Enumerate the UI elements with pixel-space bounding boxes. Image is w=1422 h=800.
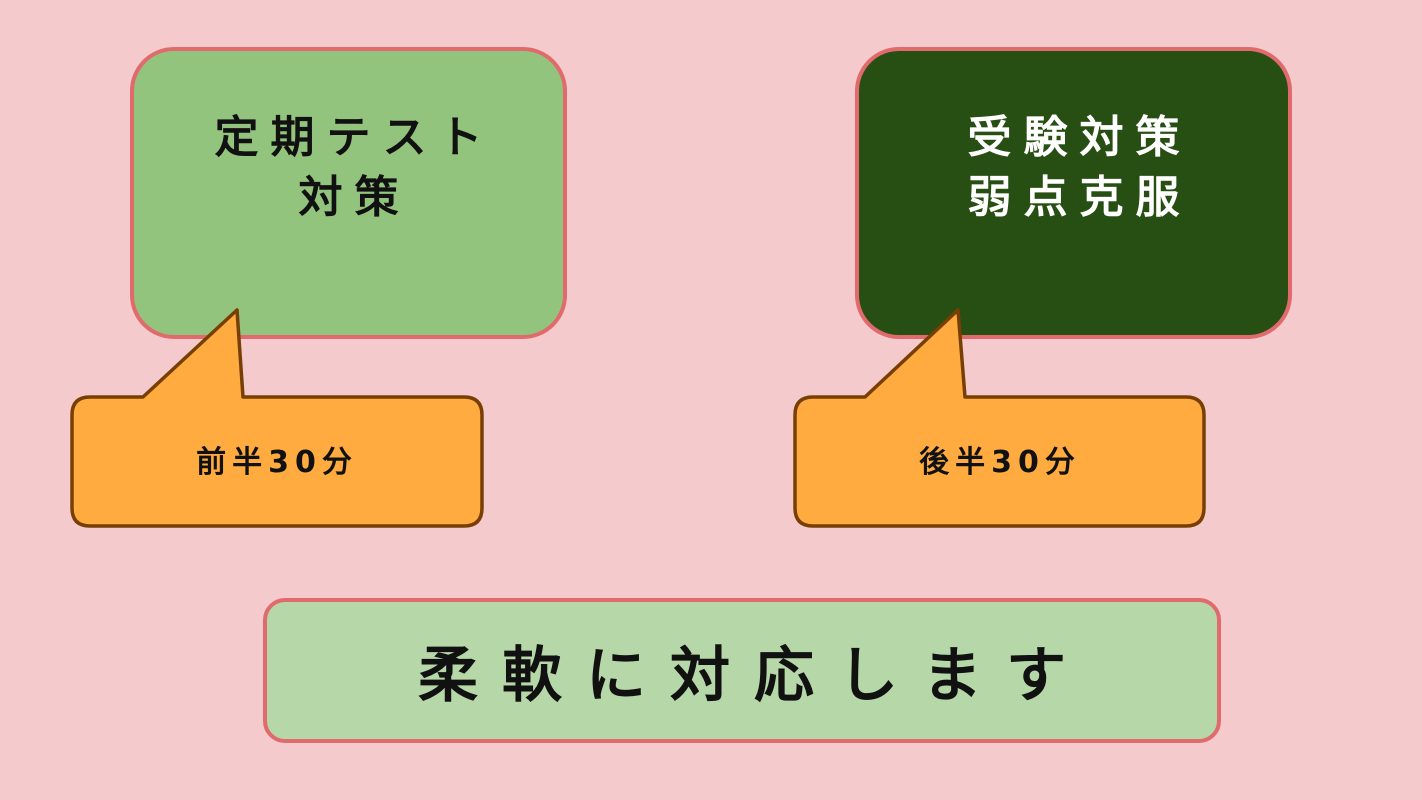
second-half-topic-box: 受験対策 弱点克服 (855, 47, 1292, 339)
second-half-title-line-2: 弱点克服 (967, 172, 1192, 223)
first-half-title-line-2: 対策 (298, 172, 411, 223)
second-half-title-line-1: 受験対策 (967, 112, 1192, 163)
second-half-callout-bubble (793, 308, 1206, 528)
first-half-title-line-1: 定期テスト (214, 112, 495, 163)
flexible-support-banner: 柔軟に対応します (263, 598, 1221, 743)
first-half-callout-bubble (70, 308, 484, 528)
first-half-topic-box: 定期テスト 対策 (130, 47, 567, 339)
flexible-support-text: 柔軟に対応します (418, 641, 1090, 711)
first-half-callout-label: 前半30分 (196, 445, 358, 480)
second-half-callout-label: 後半30分 (919, 445, 1081, 480)
